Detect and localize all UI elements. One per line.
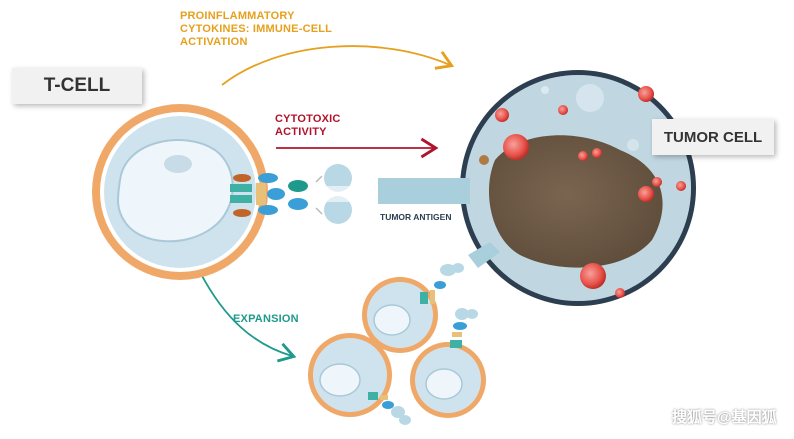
expanded-t-cell-3 [410, 342, 486, 418]
t-cell [92, 104, 268, 280]
tumor-cell-label: TUMOR CELL [652, 119, 774, 155]
tumor-antigen-label: TUMOR ANTIGEN [380, 212, 452, 222]
tumor-vesicles [495, 86, 686, 298]
antibody-icon [258, 173, 308, 215]
expansion-annotation: EXPANSION [233, 313, 299, 325]
small-engager-3 [368, 392, 411, 425]
cytokines-arrow [221, 45, 455, 86]
small-engager-2 [450, 308, 478, 348]
tumor-cell [460, 70, 696, 306]
antigen-icon [315, 164, 352, 224]
small-engager-1 [420, 263, 464, 304]
watermark: 搜狐号@基因狐 [672, 409, 777, 426]
cytokines-annotation: PROINFLAMMATORY CYTOKINES: IMMUNE-CELL A… [180, 10, 332, 48]
expanded-t-cell-2 [308, 333, 392, 417]
tumor-antigen-protrusion [378, 178, 500, 268]
receptor-icon [230, 174, 266, 217]
expanded-t-cell-1 [362, 277, 438, 353]
expansion-arrow [199, 271, 297, 363]
cytotoxic-annotation: CYTOTOXIC ACTIVITY [275, 113, 341, 138]
t-cell-label: T-CELL [12, 68, 142, 104]
